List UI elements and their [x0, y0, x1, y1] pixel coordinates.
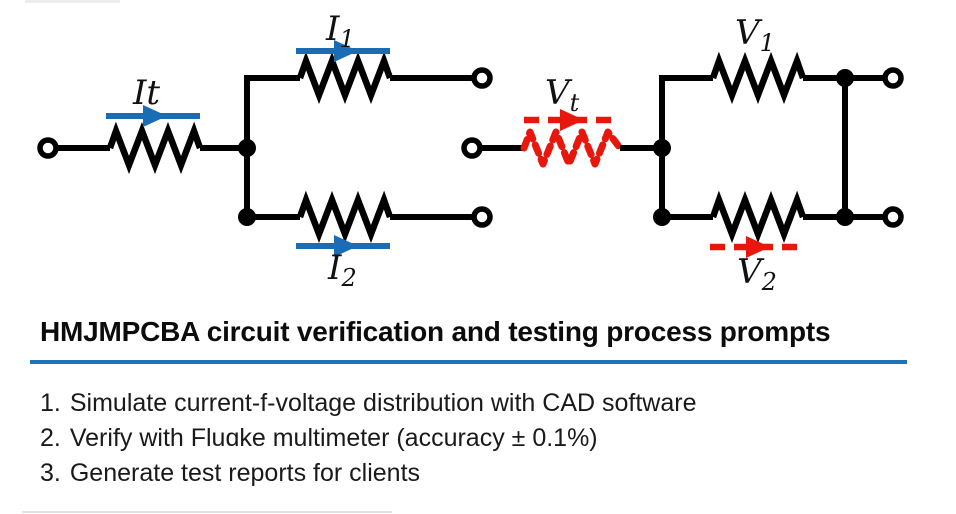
resistor-Vt-dashed: [520, 128, 624, 168]
terminal-left-input: [37, 137, 59, 159]
voltage-arrow-V2-icon: [710, 236, 802, 258]
current-arrow-I1-icon: [296, 40, 390, 62]
junction-dot: [653, 208, 671, 226]
voltage-divider-circuit: Vt V1 V2: [461, 13, 904, 296]
process-step: 2. Verify with Fluɑke multimeter (accurac…: [40, 421, 697, 456]
process-step: 1. Simulate current-f-voltage distributio…: [40, 386, 697, 421]
page-title: HMJMPCBA circuit verification and testin…: [40, 316, 831, 347]
label-I2: I2: [327, 248, 357, 292]
resistor-I2: [296, 190, 394, 244]
junction-dot: [836, 208, 854, 226]
label-I1: I1: [325, 9, 355, 53]
terminal-left-out-top: [471, 67, 493, 89]
step-text: Simulate current-f-voltage distribution …: [69, 389, 697, 417]
step-text: Generate test reports for clients: [69, 459, 421, 487]
current-arrow-It-icon: [106, 105, 200, 127]
scan-artifact-bottom: [22, 511, 392, 513]
circuit-diagram: It I1 I2 V: [37, 9, 904, 296]
junction-dot: [653, 139, 671, 157]
resistor-V1: [709, 51, 807, 105]
process-step: 3. Generate test reports for clients: [40, 456, 697, 491]
label-It: It: [132, 73, 160, 113]
junction-dot: [836, 69, 854, 87]
resistor-It: [106, 121, 204, 175]
terminal-left-out-bottom: [471, 206, 493, 228]
scan-artifact-top: [25, 0, 120, 3]
step-number: 3.: [40, 459, 61, 487]
resistor-I1: [296, 51, 394, 105]
process-step-list: 1. Simulate current-f-voltage distributio…: [40, 386, 697, 491]
label-V1: V1: [735, 13, 775, 57]
resistor-V2: [709, 190, 807, 244]
current-arrow-I2-icon: [296, 235, 390, 257]
terminal-right-out-top: [882, 67, 904, 89]
title-divider: [30, 360, 907, 364]
label-Vt: Vt: [545, 73, 580, 117]
label-V2: V2: [737, 252, 777, 296]
step-number: 2.: [40, 424, 61, 452]
voltage-arrow-Vt-icon: [524, 109, 618, 131]
terminal-right-input: [461, 137, 483, 159]
junction-dot: [238, 208, 256, 226]
junction-dot: [238, 139, 256, 157]
step-text: Verify with Fluɑke multimeter (accuracy …: [69, 424, 598, 452]
current-divider-circuit: It I1 I2: [37, 9, 493, 292]
step-number: 1.: [40, 389, 61, 417]
terminal-right-out-bottom: [882, 206, 904, 228]
